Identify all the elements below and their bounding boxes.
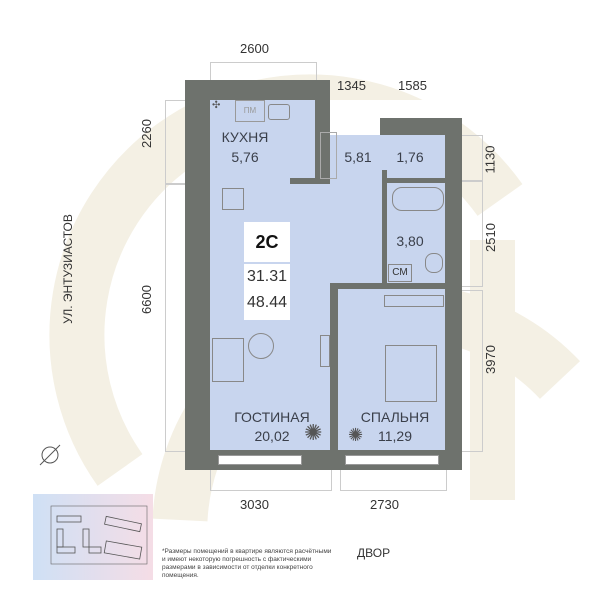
- dim-bottom-left: 3030: [240, 497, 269, 512]
- dim-right-mid: 2510: [482, 223, 498, 252]
- dim-line-bottom: [210, 470, 332, 491]
- dim-line-right3: [462, 290, 483, 452]
- sink-icon: [268, 104, 290, 120]
- area-badge: 31.31 48.44: [244, 264, 290, 320]
- living-area-total: 31.31: [246, 268, 288, 285]
- wall-left: [185, 80, 210, 470]
- dim-left-main: 6600: [138, 285, 154, 314]
- bed-icon: [385, 345, 437, 402]
- disclaimer-note: *Размеры помещений в квартире являются р…: [162, 548, 332, 579]
- total-area: 48.44: [246, 294, 288, 311]
- cutout2: [385, 100, 465, 118]
- living-area: 20,02: [254, 428, 290, 444]
- plant-icon: ✺: [304, 420, 323, 445]
- wardrobe-icon: [384, 295, 444, 307]
- dim-bottom-right: 2730: [370, 497, 399, 512]
- wall-kitchen-stub: [290, 178, 330, 184]
- wall-top-kitchen: [185, 80, 330, 100]
- dim-line-top: [210, 62, 317, 85]
- wall-kitchen-right: [315, 80, 330, 183]
- fridge-icon: ПМ: [235, 100, 265, 122]
- bedroom-area: 11,29: [378, 428, 412, 444]
- closet-area: 1,76: [396, 149, 424, 165]
- coffee-table-icon: [248, 333, 274, 359]
- dim-top-right: 1585: [398, 78, 427, 93]
- bathroom-area: 3,80: [396, 233, 424, 249]
- yard-label: ДВОР: [357, 546, 391, 560]
- dim-left-top: 2260: [138, 119, 154, 148]
- dim-line-right: [462, 135, 483, 182]
- dim-right-top: 1130: [482, 145, 498, 174]
- toilet-icon: [425, 253, 443, 273]
- window: [345, 455, 439, 465]
- stove-icon: ✣: [212, 100, 221, 111]
- tv-icon: [320, 335, 330, 367]
- dim-line-bottom2: [340, 470, 447, 491]
- wall-top-right: [380, 118, 462, 135]
- site-minimap: [33, 494, 153, 580]
- dim-line-left: [165, 100, 186, 185]
- plant-icon: ✺: [348, 425, 364, 445]
- wall-right: [445, 118, 462, 470]
- sofa-icon: [212, 338, 244, 382]
- kitchen-name: КУХНЯ: [221, 129, 269, 145]
- street-label: УЛ. ЭНТУЗИАСТОВ: [61, 214, 75, 324]
- compass-icon: [35, 440, 65, 470]
- dim-line-left2: [165, 183, 186, 452]
- living-name: ГОСТИНАЯ: [234, 409, 310, 425]
- wall-closet: [385, 178, 445, 183]
- dim-right-bottom: 3970: [482, 345, 498, 374]
- bedroom-name: СПАЛЬНЯ: [360, 409, 430, 425]
- window: [218, 455, 302, 465]
- dim-line-right2: [462, 180, 483, 287]
- kitchen-area: 5,76: [231, 149, 259, 165]
- bathtub-icon: [392, 187, 444, 211]
- plan-type-badge: 2С: [244, 222, 290, 262]
- wall-bedroom-top: [330, 283, 445, 289]
- hall-area: 5,81: [344, 149, 372, 165]
- dim-top-mid: 1345: [337, 78, 366, 93]
- dim-top: 2600: [240, 41, 269, 56]
- wall-bath-left: [382, 170, 387, 283]
- washer-label: СМ: [388, 264, 412, 282]
- closet-icon: [320, 132, 337, 179]
- wall-partition: [330, 283, 338, 450]
- dining-table-icon: [222, 188, 244, 210]
